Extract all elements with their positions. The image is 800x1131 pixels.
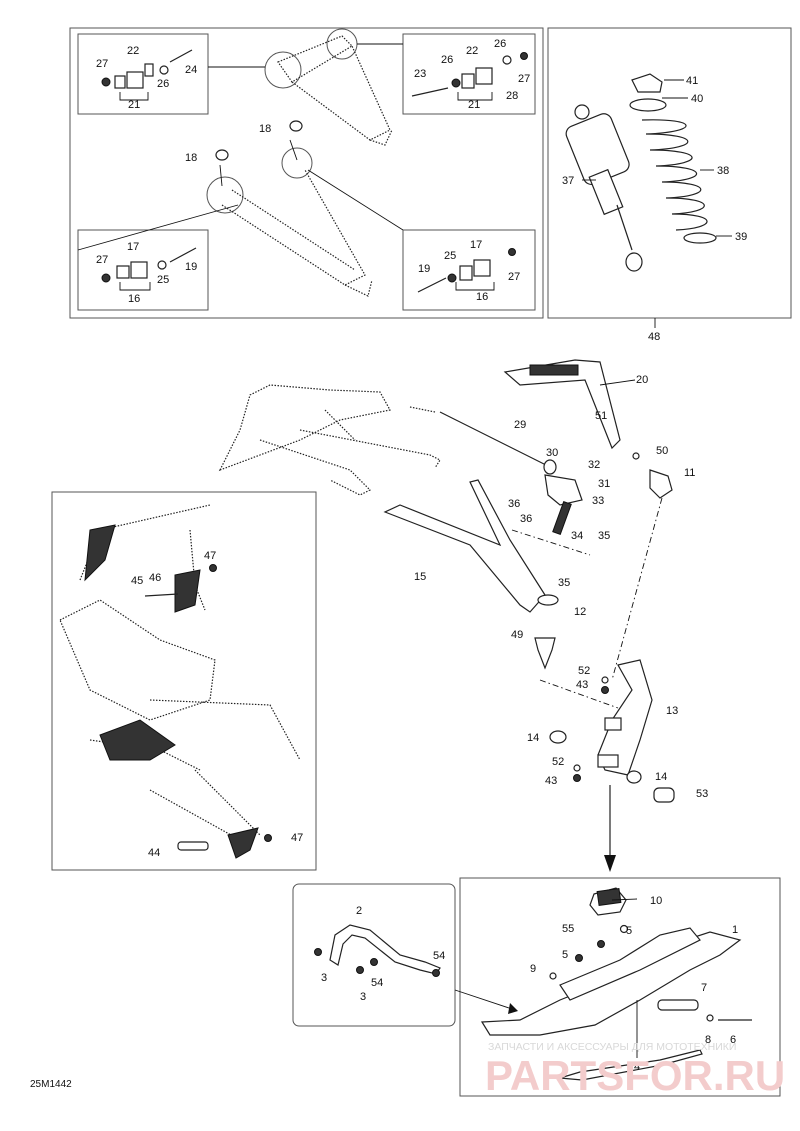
callout-34: 34 (571, 530, 583, 542)
callout-21: 21 (128, 99, 140, 111)
callout-32: 32 (588, 459, 600, 471)
callout-20: 20 (636, 374, 648, 386)
upper-a-arm-drawing (208, 28, 403, 146)
ski-drawing (480, 887, 752, 1081)
callout-47: 47 (204, 550, 216, 562)
callout-22: 22 (466, 45, 478, 57)
chassis-drawing (218, 384, 549, 496)
callout-44: 44 (148, 847, 160, 859)
callout-24: 24 (185, 64, 197, 76)
callout-30: 30 (546, 447, 558, 459)
callout-39: 39 (735, 231, 747, 243)
shock-frame (547, 27, 792, 319)
callout-26: 26 (157, 78, 169, 90)
callout-18: 18 (185, 152, 197, 164)
callout-14: 14 (527, 732, 539, 744)
callout-27: 27 (508, 271, 520, 283)
callout-26: 26 (494, 38, 506, 50)
callout-18: 18 (259, 123, 271, 135)
callout-7: 7 (701, 982, 707, 994)
handle-kit-frame (292, 883, 456, 1027)
callout-6: 6 (730, 1034, 736, 1046)
callout-3: 3 (360, 991, 366, 1003)
callout-28: 28 (506, 90, 518, 102)
callout-21: 21 (468, 99, 480, 111)
callout-27: 27 (518, 73, 530, 85)
callout-48: 48 (648, 331, 660, 343)
callout-19: 19 (185, 261, 197, 273)
callout-15: 15 (414, 571, 426, 583)
bushing-detail-box-top-right (402, 33, 536, 115)
callout-10: 10 (650, 895, 662, 907)
callout-12: 12 (574, 606, 586, 618)
callout-27: 27 (96, 58, 108, 70)
callout-14: 14 (655, 771, 667, 783)
lower-a-arm-drawing (77, 120, 404, 297)
callout-52: 52 (552, 756, 564, 768)
bushing-kit-parts (101, 49, 528, 293)
handle-kit-drawing (314, 924, 518, 1014)
callout-36: 36 (520, 513, 532, 525)
frame-mount-frame (51, 491, 317, 871)
callout-23: 23 (414, 68, 426, 80)
callout-43: 43 (545, 775, 557, 787)
callout-50: 50 (656, 445, 668, 457)
callout-17: 17 (127, 241, 139, 253)
callout-47: 47 (291, 832, 303, 844)
watermark-logo: PARTSFOR.RU (485, 1052, 785, 1099)
callout-labels: 27 22 26 24 21 23 26 22 26 27 28 21 18 1… (96, 38, 747, 1073)
callout-29: 29 (514, 419, 526, 431)
callout-53: 53 (696, 788, 708, 800)
watermark-tagline: ЗАПЧАСТИ И АКСЕССУАРЫ ДЛЯ МОТОТЕХНИКИ (488, 1041, 736, 1053)
callout-45: 45 (131, 575, 143, 587)
callout-16: 16 (128, 293, 140, 305)
diagram-code: 25M1442 (30, 1079, 72, 1090)
callout-26: 26 (441, 54, 453, 66)
callout-8: 8 (705, 1034, 711, 1046)
callout-55: 55 (562, 923, 574, 935)
callout-17: 17 (470, 239, 482, 251)
callout-33: 33 (592, 495, 604, 507)
bushing-detail-box-top-left (77, 33, 209, 115)
callout-43: 43 (576, 679, 588, 691)
callout-52: 52 (578, 665, 590, 677)
ski-frame (459, 877, 781, 1097)
callout-27: 27 (96, 254, 108, 266)
callout-35: 35 (558, 577, 570, 589)
bushing-detail-box-bottom-right (402, 229, 536, 311)
callout-3: 3 (321, 972, 327, 984)
shock-absorber-drawing (565, 73, 732, 272)
callout-49: 49 (511, 629, 523, 641)
callout-9: 9 (530, 963, 536, 975)
callout-4: 4 (634, 1061, 640, 1073)
callout-25: 25 (444, 250, 456, 262)
callout-41: 41 (686, 75, 698, 87)
callout-19: 19 (418, 263, 430, 275)
callout-36: 36 (508, 498, 520, 510)
callout-13: 13 (666, 705, 678, 717)
callout-46: 46 (149, 572, 161, 584)
callout-54: 54 (433, 950, 445, 962)
callout-5: 5 (626, 925, 632, 937)
callout-31: 31 (598, 478, 610, 490)
callout-11: 11 (684, 467, 695, 479)
upper-a-arm-frame (69, 27, 544, 319)
callout-1: 1 (732, 924, 738, 936)
callout-54: 54 (371, 977, 383, 989)
callout-40: 40 (691, 93, 703, 105)
callout-5: 5 (562, 949, 568, 961)
callout-37: 37 (562, 175, 574, 187)
callout-25: 25 (157, 274, 169, 286)
bushing-detail-box-bottom-left (77, 229, 209, 311)
front-suspension-drawing (383, 359, 675, 872)
callout-51: 51 (595, 410, 607, 422)
callout-16: 16 (476, 291, 488, 303)
callout-22: 22 (127, 45, 139, 57)
frame-mount-drawing (59, 504, 301, 859)
callout-35: 35 (598, 530, 610, 542)
callout-2: 2 (356, 905, 362, 917)
callout-38: 38 (717, 165, 729, 177)
